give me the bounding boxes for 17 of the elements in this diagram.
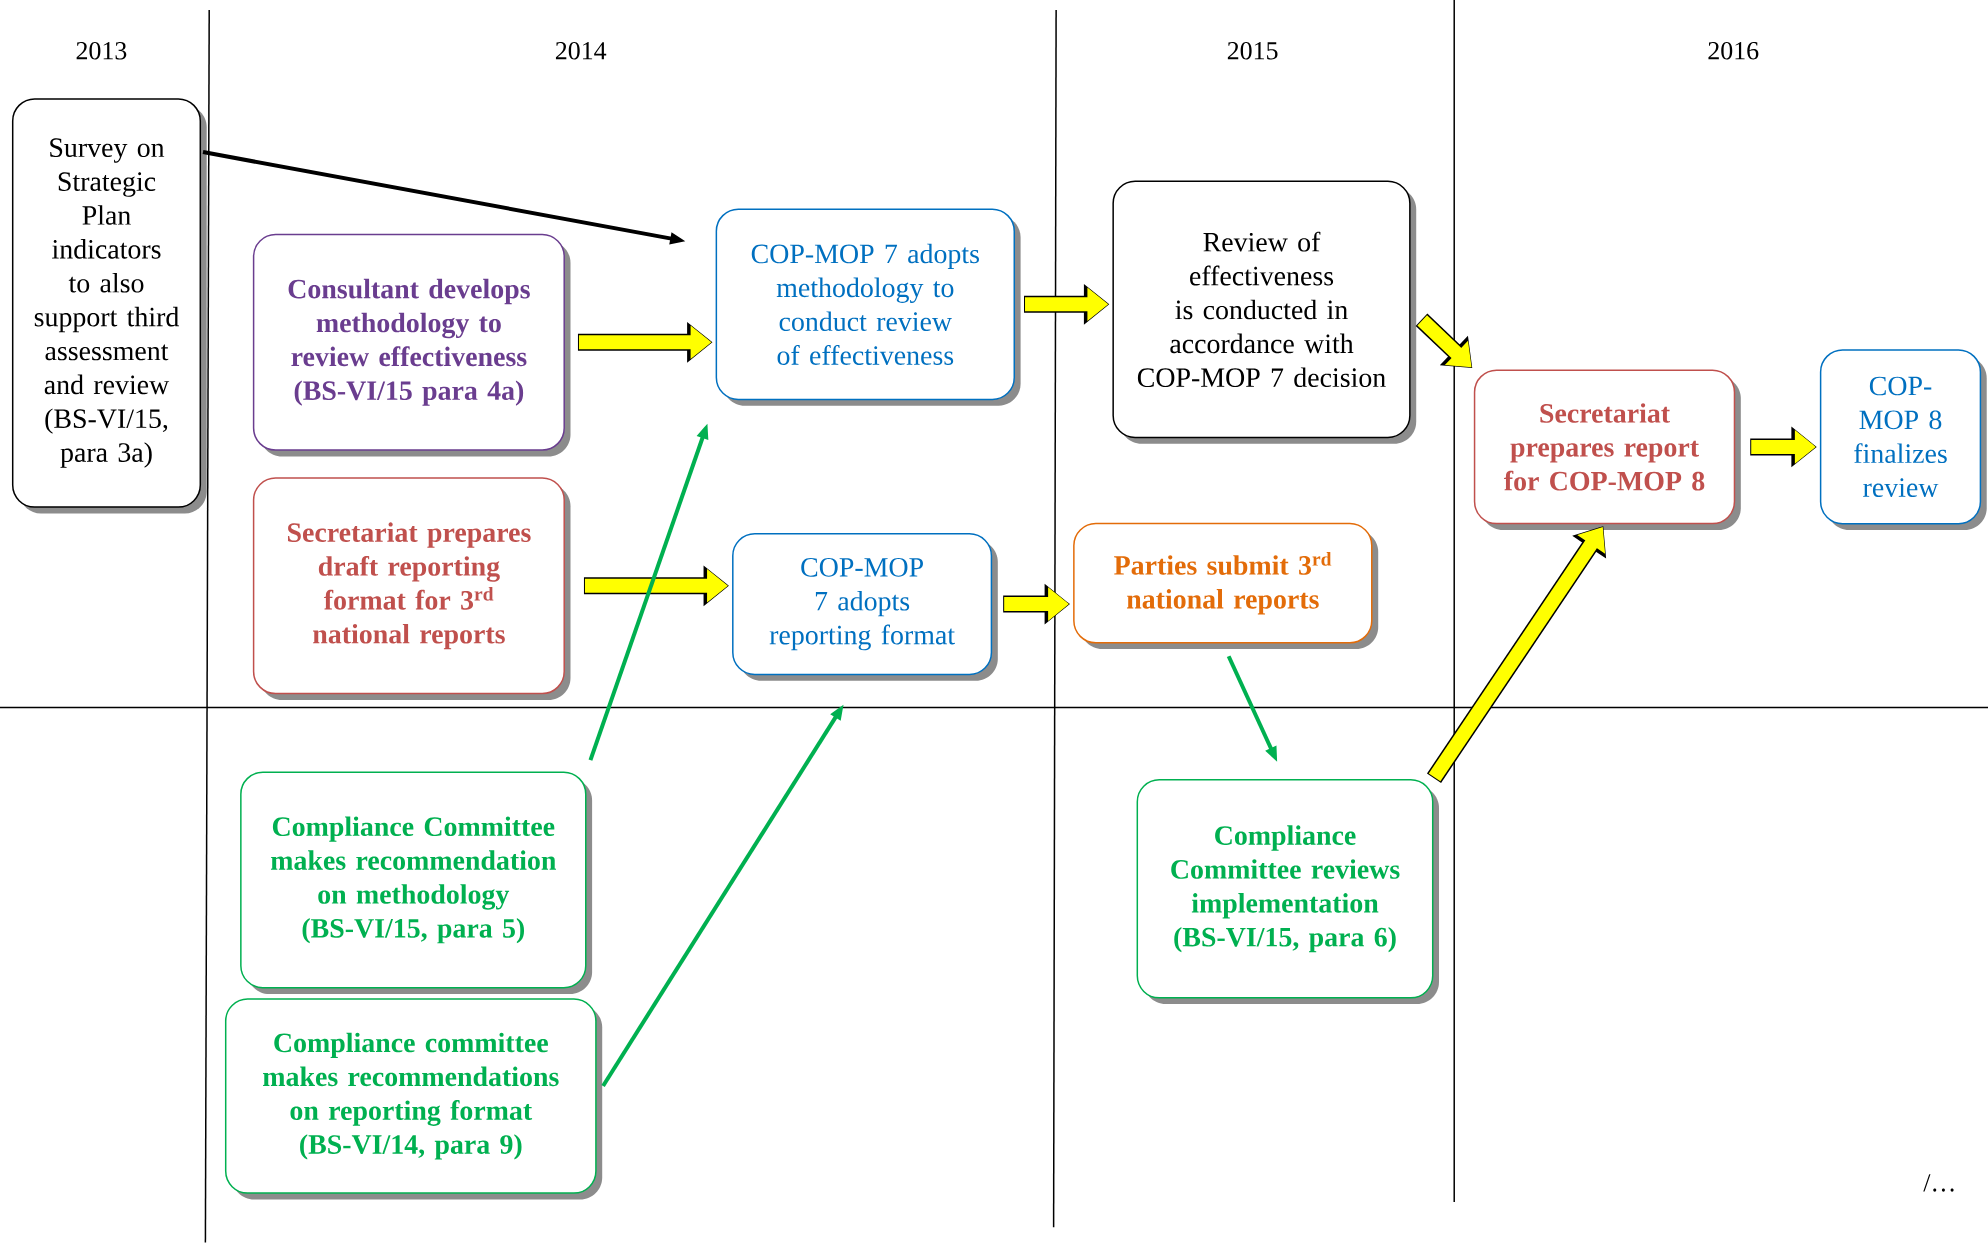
process-box: COP-MOP 7 adopts reporting format (732, 533, 998, 681)
continuation-mark: /… (1923, 1174, 1954, 1192)
year-label: 2016 (1708, 41, 1759, 60)
year-label: 2015 (1227, 41, 1278, 60)
process-box: Parties submit 3$^{rd}$ national reports (1073, 522, 1379, 650)
process-box: Review of effectiveness is conducted in accordance with COP-MOP 7 decision (1112, 180, 1417, 444)
process-box: Survey on Strategic Plan indicators to also support third assessment and review (BS-VI/15, para 3a) (11, 98, 207, 514)
year-label: 2013 (76, 41, 127, 60)
process-box: Compliance Committee reviews implementation (BS-VI/15, para 6) (1136, 779, 1439, 1005)
process-box: Secretariat prepares report for COP-MOP 8 (1473, 369, 1741, 530)
year-label: 2014 (555, 41, 607, 60)
process-box: Secretariat prepares draft reporting format for 3$^{rd}$ national reports (252, 477, 571, 700)
process-box: COP-MOP 7 adopts methodology to conduct review of effectiveness (715, 208, 1021, 406)
process-box: COP-MOP 8 finalizes review (1819, 349, 1987, 530)
process-box: Compliance Committee makes recommendation on methodology (BS-VI/15, para 5) (240, 771, 593, 994)
process-box: Compliance committee makes recommendations on reporting format (BS-VI/14, para 9) (224, 998, 603, 1200)
process-box: Consultant develops methodology to review effectiveness (BS-VI/15 para 4a) (252, 233, 571, 457)
